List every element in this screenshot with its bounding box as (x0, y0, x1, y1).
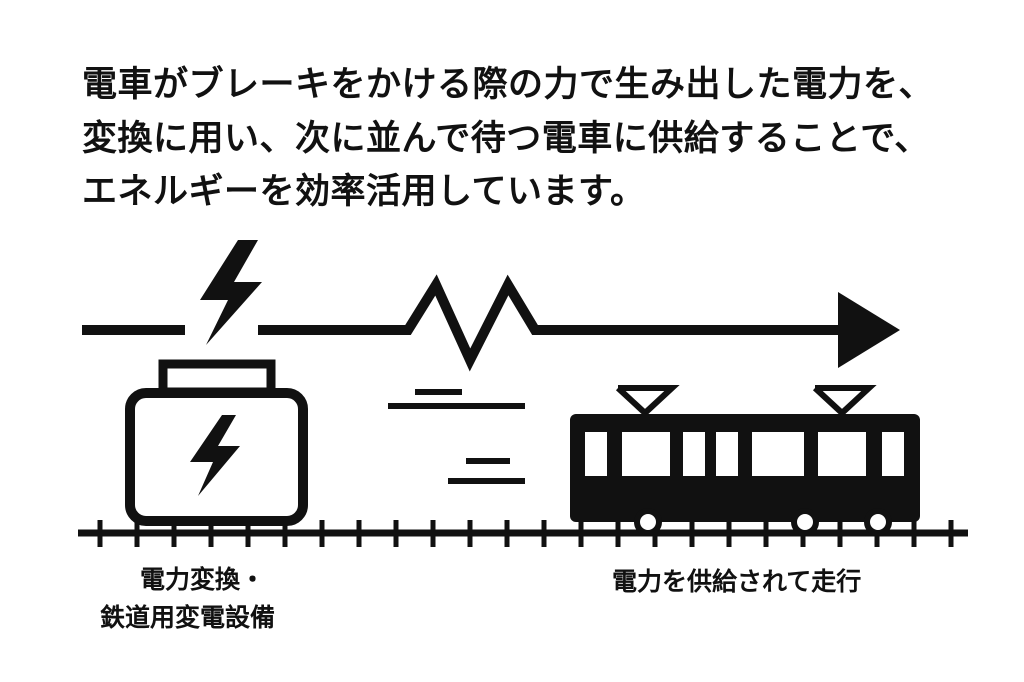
caption-line-2: 変換に用い、次に並んで待つ電車に供給することで、 (82, 119, 930, 159)
caption-line-3: エネルギーを効率活用しています。 (82, 172, 646, 212)
battery-lightning-icon (190, 415, 240, 496)
arrow-head-icon (838, 292, 900, 368)
railway-track (78, 520, 968, 547)
train-icon (570, 385, 920, 536)
speed-lines-icon (388, 389, 525, 484)
caption-line-1: 電車がブレーキをかける際の力で生み出した電力を、 (82, 65, 935, 105)
substation-label-2: 鉄道用変電設備 (100, 603, 276, 632)
substation-battery-icon (125, 359, 308, 526)
train-label: 電力を供給されて走行 (612, 567, 862, 596)
power-line-zigzag (258, 274, 845, 372)
substation-label-1: 電力変換・ (140, 565, 266, 594)
lightning-icon (200, 240, 262, 345)
